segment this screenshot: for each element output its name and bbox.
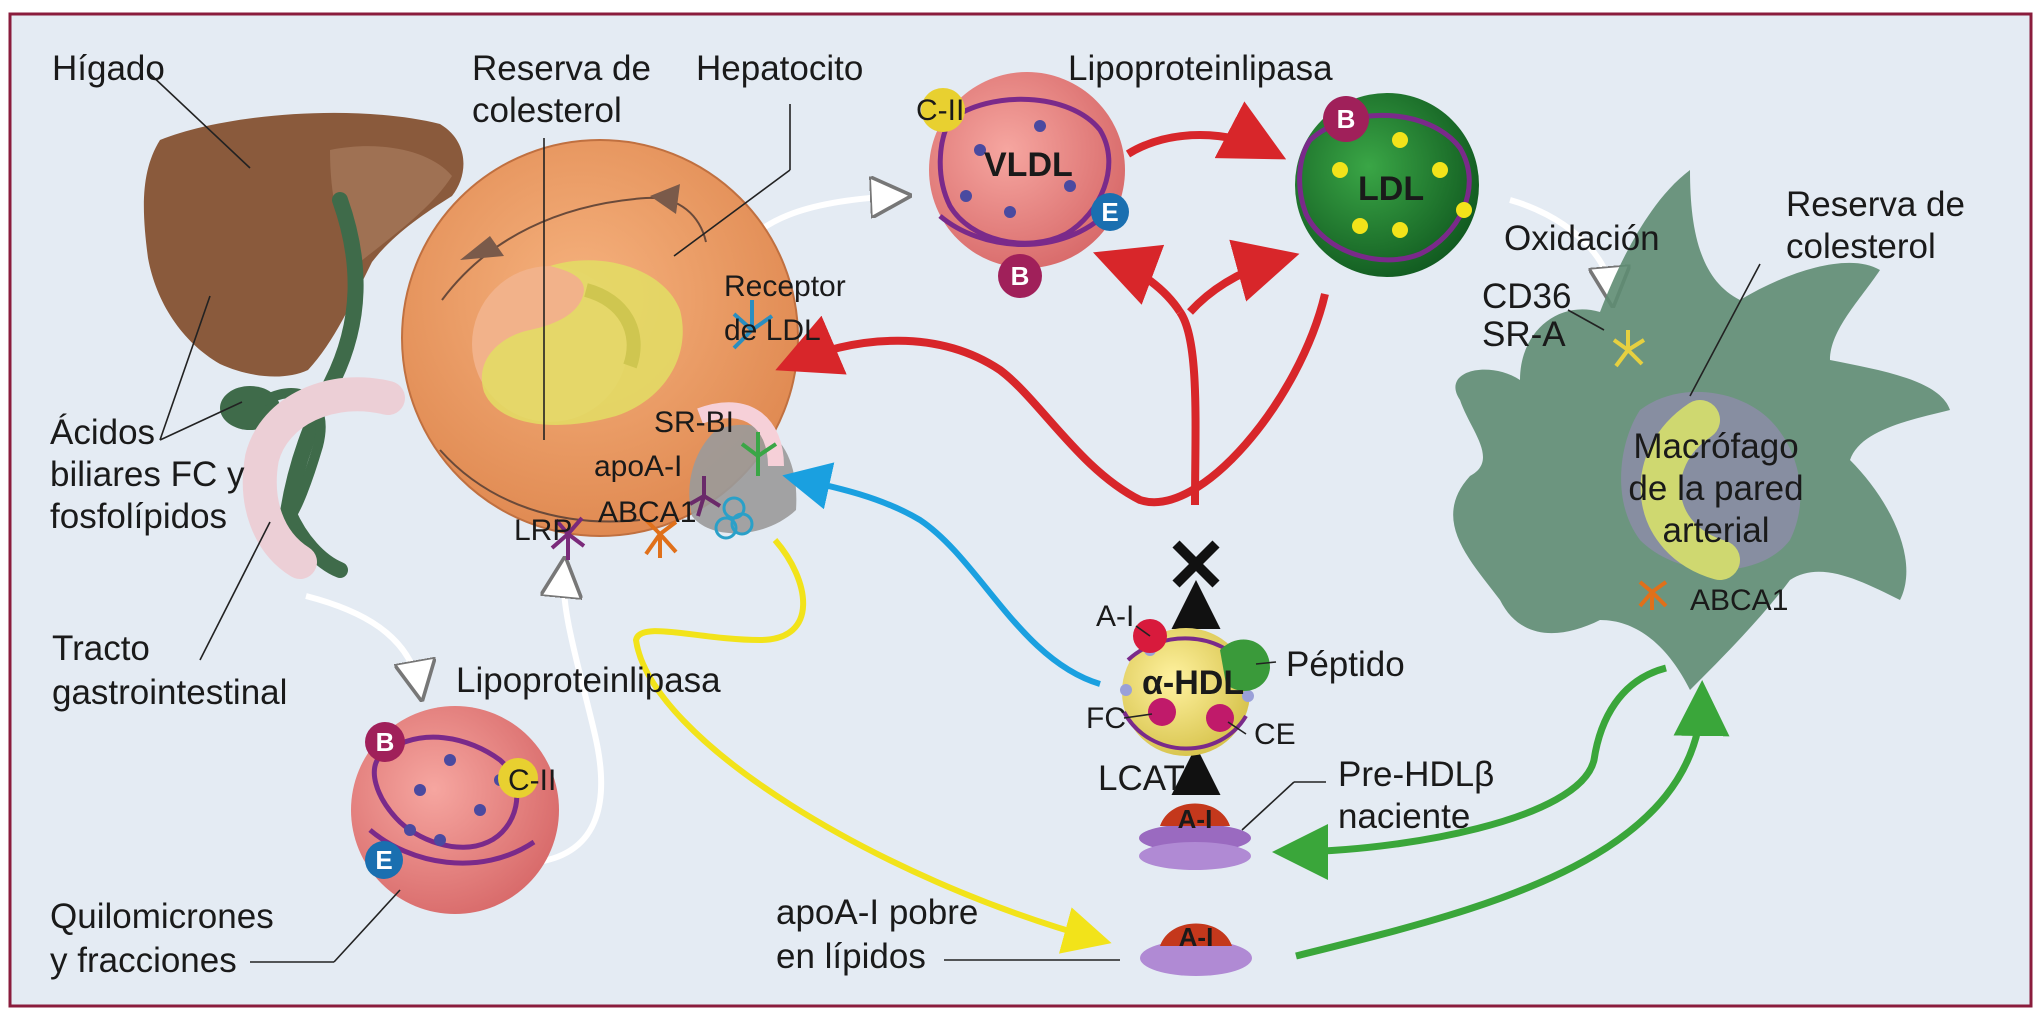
label-apoai-poor-1: apoA-I pobre	[776, 893, 978, 932]
label-lipoprotein-lipase-top: Lipoproteinlipasa	[1068, 49, 1333, 88]
apob-badge-vldl-text: B	[1011, 261, 1030, 291]
label-sr-bi: SR-BI	[654, 406, 734, 439]
hdl-to-srbi-arrow	[782, 462, 1101, 687]
abca1-to-prehdl-arrow	[1272, 664, 1667, 880]
label-lrp: LRP	[514, 514, 572, 547]
label-macrophage-1: Macrófago	[1633, 427, 1798, 466]
label-lipoprotein-lipase-bottom: Lipoproteinlipasa	[456, 661, 721, 700]
label-chylomicrons-1: Quilomicrones	[50, 897, 274, 936]
label-ldl-receptor-1: Receptor	[724, 270, 846, 303]
label-cholesterol-store-macrophage-1: Reserva de	[1786, 185, 1965, 224]
label-apoa-i: apoA-I	[594, 450, 682, 483]
prehdl-ai-badge-text: A-I	[1178, 804, 1213, 834]
label-cholesterol-store-2: colesterol	[472, 91, 622, 130]
label-peptide: Péptido	[1286, 645, 1405, 684]
label-apoai-poor-2: en lípidos	[776, 937, 926, 976]
label-ldl-receptor-2: de LDL	[724, 314, 821, 347]
ldl-to-receptor-arrow	[775, 293, 1329, 507]
pre-hdl-disc: A-I	[1139, 803, 1251, 870]
label-macrophage-3: arterial	[1663, 511, 1770, 550]
apoe-badge-text: E	[375, 845, 392, 875]
vldl-to-ldl-arrow	[1125, 101, 1287, 160]
label-bile-3: fosfolípidos	[50, 497, 227, 536]
label-cholesterol-store-macrophage-2: colesterol	[1786, 227, 1936, 266]
label-oxidation: Oxidación	[1504, 219, 1660, 258]
vldl-particle: E B	[921, 72, 1129, 298]
label-c2-vldl: C-II	[916, 94, 964, 127]
apob-badge-vldl	[998, 254, 1042, 298]
apob-badge-ldl-text: B	[1337, 104, 1356, 134]
label-c2-chylomicron: C-II	[508, 764, 556, 797]
hdl-to-ldl-arrow	[1187, 239, 1300, 315]
apoe-badge-vldl	[1091, 193, 1129, 231]
label-a-i: A-I	[1096, 600, 1134, 633]
apoai-to-macrophage-arrow	[1295, 680, 1730, 960]
label-hepatocyte: Hepatocito	[696, 49, 863, 88]
label-cholesterol-store-1: Reserva de	[472, 49, 651, 88]
label-cd36: CD36	[1482, 277, 1571, 316]
label-bile-1: Ácidos	[50, 413, 155, 452]
label-vldl: VLDL	[984, 146, 1073, 184]
apob-badge-text: B	[376, 727, 395, 757]
blocked-pathway-x	[1172, 540, 1220, 588]
gut-to-chylomicron-arrow	[305, 593, 420, 690]
label-alpha-hdl: α-HDL	[1142, 664, 1244, 702]
lipid-poor-apoai-disc: A-I	[1140, 922, 1252, 976]
label-abca1-hepatocyte: ABCA1	[598, 496, 696, 529]
hdl-to-vldl-arrow	[1093, 244, 1184, 315]
gi-tract-illustration	[242, 377, 405, 579]
label-chylomicrons-2: y fracciones	[50, 941, 237, 980]
abca1-to-apoai-arrow	[632, 538, 1112, 954]
label-gi-tract-2: gastrointestinal	[52, 673, 287, 712]
label-pre-hdl-2: naciente	[1338, 797, 1470, 836]
label-gi-tract-1: Tracto	[52, 629, 150, 668]
apob-badge-ldl	[1323, 96, 1369, 142]
label-macrophage-2: de la pared	[1628, 469, 1803, 508]
macrophage-cell	[1453, 170, 1950, 690]
label-fc: FC	[1086, 702, 1126, 735]
chylomicron-to-lrp-arrow	[537, 568, 605, 865]
apoe-badge-chylomicron	[365, 841, 403, 879]
label-ce: CE	[1254, 718, 1296, 751]
chylomicron-particle: B E	[351, 706, 559, 914]
label-liver: Hígado	[52, 49, 165, 88]
ldl-particle: B	[1295, 93, 1479, 277]
label-ldl: LDL	[1358, 170, 1424, 208]
label-pre-hdl-1: Pre-HDLβ	[1338, 755, 1494, 794]
apoe-badge-vldl-text: E	[1101, 197, 1118, 227]
ldl-oxidation-arrow	[1509, 197, 1612, 296]
label-bile-2: biliares FC y	[50, 455, 245, 494]
apoai-poor-badge-text: A-I	[1179, 922, 1214, 952]
label-lcat: LCAT	[1098, 759, 1185, 798]
apob-badge-chylomicron	[365, 722, 405, 762]
label-abca1-macrophage: ABCA1	[1690, 584, 1788, 617]
label-sr-a: SR-A	[1482, 315, 1566, 354]
